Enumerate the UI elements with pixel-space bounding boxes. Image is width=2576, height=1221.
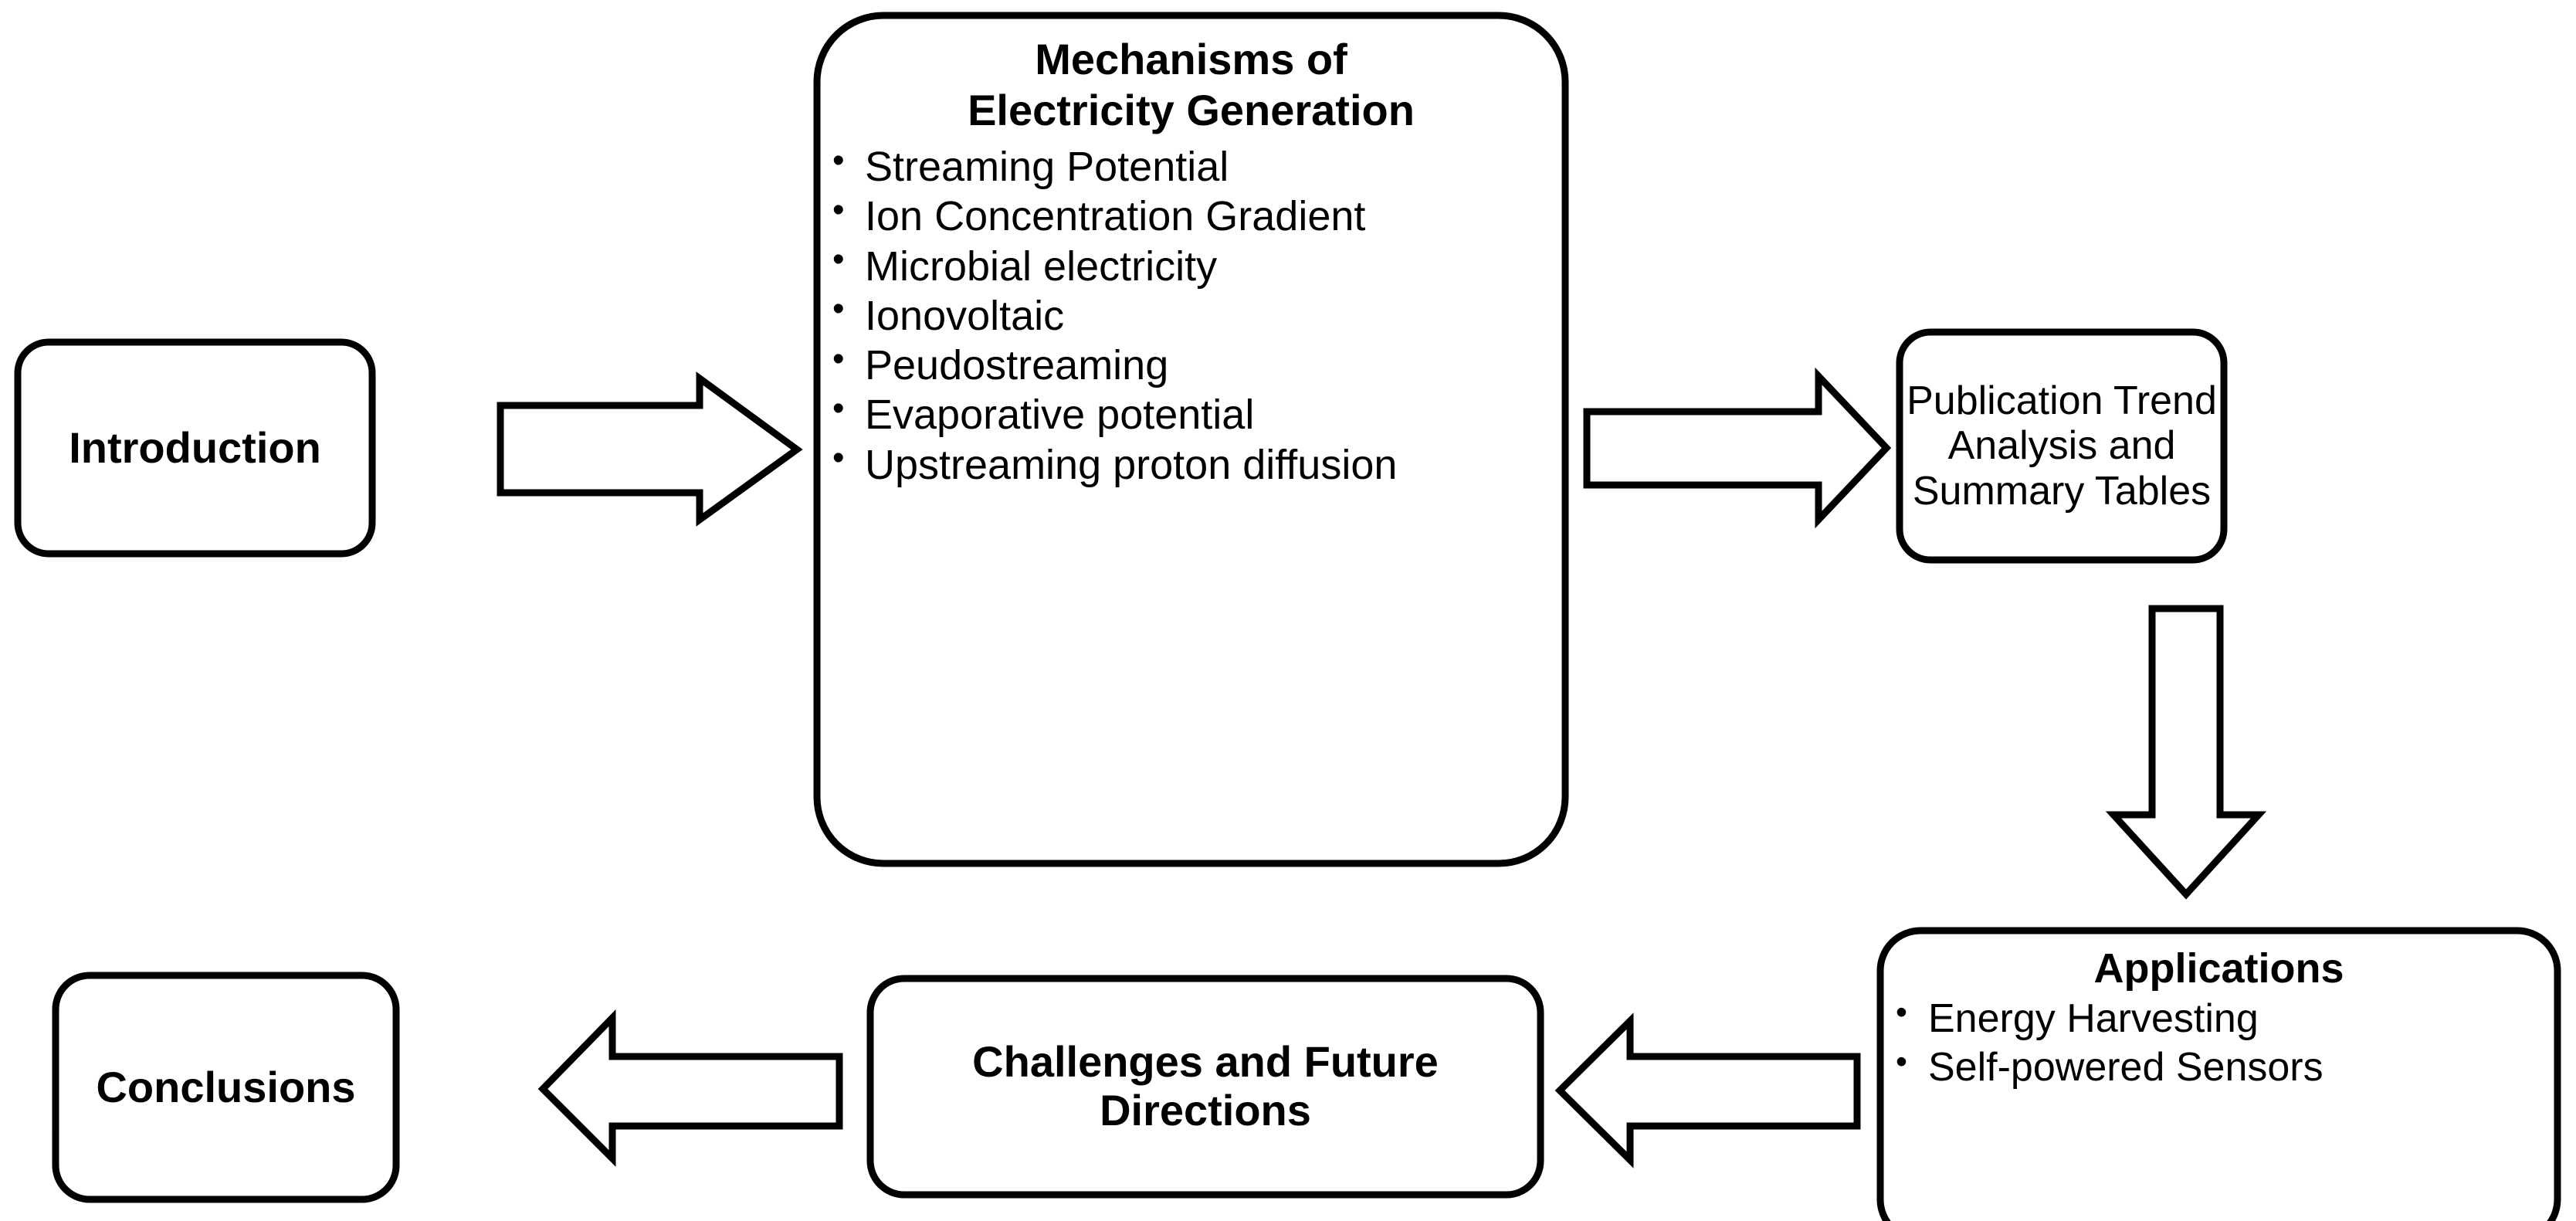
- list-item: Energy Harvesting: [1880, 992, 2557, 1043]
- list-item: Peudostreaming: [817, 338, 1565, 390]
- arrow-challenges-to-conclusions: [537, 1009, 843, 1167]
- node-applications[interactable]: Applications Energy Harvesting Self-powe…: [1880, 931, 2557, 1221]
- node-box-conclusions[interactable]: [52, 972, 400, 1203]
- node-publication[interactable]: Publication Trend Analysis and Summary T…: [1900, 332, 2224, 560]
- list-item: Self-powered Sensors: [1880, 1041, 2557, 1092]
- node-challenges-line-2: Directions: [1100, 1086, 1311, 1135]
- node-mechanisms-title-line-2: Electricity Generation: [968, 86, 1415, 135]
- node-mechanisms-title-line-1: Mechanisms of: [1035, 35, 1347, 83]
- node-applications-bullet-list: Energy Harvesting Self-powered Sensors: [1880, 992, 2557, 1093]
- arrow-mechanisms-to-publication: [1583, 367, 1892, 529]
- node-mechanisms[interactable]: Mechanisms of Electricity Generation Str…: [817, 15, 1565, 863]
- node-conclusions[interactable]: Conclusions: [56, 975, 396, 1199]
- node-publication-line-3: Summary Tables: [1912, 468, 2212, 514]
- list-item: Microbial electricity: [817, 239, 1565, 291]
- node-conclusions-label: Conclusions: [96, 1062, 356, 1111]
- list-item: Evaporative potential: [817, 388, 1565, 439]
- arrow-publication-to-applications: [2105, 605, 2267, 900]
- list-item: Upstreaming proton diffusion: [817, 438, 1565, 490]
- node-box-introduction[interactable]: [14, 338, 376, 558]
- list-item: Streaming Potential: [817, 140, 1565, 192]
- node-challenges[interactable]: Challenges and Future Directions: [870, 978, 1541, 1195]
- node-publication-line-1: Publication Trend: [1907, 378, 2217, 424]
- node-introduction-label: Introduction: [69, 422, 321, 472]
- arrow-applications-to-challenges: [1554, 1012, 1861, 1168]
- node-applications-title: Applications: [2093, 945, 2344, 992]
- arrow-introduction-to-mechanisms: [497, 371, 803, 527]
- node-box-publication[interactable]: [1896, 328, 2228, 564]
- node-mechanisms-bullet-list: Streaming Potential Ion Concentration Gr…: [817, 140, 1565, 490]
- node-box-challenges[interactable]: [866, 975, 1544, 1199]
- node-challenges-line-1: Challenges and Future: [972, 1037, 1439, 1087]
- node-publication-line-2: Analysis and: [1947, 423, 2176, 469]
- list-item: Ion Concentration Gradient: [817, 190, 1565, 241]
- list-item: Ionovoltaic: [817, 289, 1565, 341]
- node-introduction[interactable]: Introduction: [18, 342, 372, 554]
